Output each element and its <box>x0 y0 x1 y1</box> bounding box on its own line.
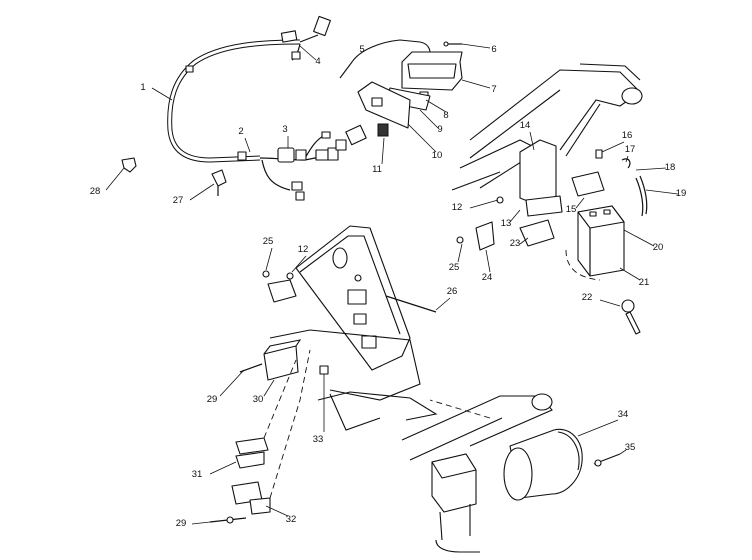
callout-label-2: 2 <box>238 126 243 137</box>
callout-leader-21 <box>619 267 641 281</box>
callout-label-20: 20 <box>653 242 664 253</box>
callout-label-21: 21 <box>639 277 650 288</box>
callout-leader-22 <box>599 299 621 307</box>
callout-label-15: 15 <box>566 204 577 215</box>
callout-leader-20 <box>623 229 655 247</box>
callout-label-27: 27 <box>173 195 184 206</box>
regulator <box>239 339 302 381</box>
callout-label-13: 13 <box>501 218 512 229</box>
callout-label-24: 24 <box>482 272 493 283</box>
callout-label-7: 7 <box>491 84 496 95</box>
callout-leader-23 <box>519 237 529 245</box>
callout-leader-11 <box>381 137 385 165</box>
wiring-harness <box>167 15 367 201</box>
callout-label-1: 1 <box>140 82 145 93</box>
callout-leader-30 <box>263 379 275 397</box>
taillight-assembly <box>339 39 463 137</box>
callout-label-19: 19 <box>676 188 687 199</box>
callout-leader-4 <box>299 45 317 61</box>
frame-upper-right <box>451 63 643 191</box>
callout-label-18: 18 <box>665 162 676 173</box>
lower-frame <box>401 393 621 553</box>
callout-label-35: 35 <box>625 442 636 453</box>
callout-leader-26 <box>435 297 451 311</box>
callout-label-8: 8 <box>443 110 448 121</box>
callout-leader-28 <box>105 167 125 191</box>
callout-label-6: 6 <box>491 44 496 55</box>
callout-label-32: 32 <box>286 514 297 525</box>
callout-label-3: 3 <box>282 124 287 135</box>
callout-label-12: 12 <box>452 202 463 213</box>
callout-leader-14 <box>529 131 535 151</box>
callout-label-11: 11 <box>372 164 382 175</box>
mounting-plate <box>262 225 438 431</box>
callout-leader-34 <box>577 419 619 437</box>
callout-leader-2 <box>244 137 251 153</box>
callout-leader-35 <box>619 449 627 455</box>
callout-label-30: 30 <box>253 394 264 405</box>
callout-label-10: 10 <box>432 150 443 161</box>
loose-fasteners <box>121 157 227 196</box>
callout-leader-25 <box>265 247 273 271</box>
callout-label-5: 5 <box>359 44 364 55</box>
callout-leader-19 <box>645 189 679 195</box>
relay-stack <box>209 349 311 524</box>
callout-leader-17 <box>625 155 629 163</box>
callout-label-29: 29 <box>207 394 218 405</box>
callout-label-25: 25 <box>449 262 460 273</box>
callout-label-16: 16 <box>622 130 633 141</box>
callout-leader-27 <box>189 183 215 201</box>
callout-leader-31 <box>209 461 237 475</box>
callout-label-26: 26 <box>447 286 458 297</box>
callout-leader-18 <box>635 167 667 171</box>
callout-leader-8 <box>425 99 447 113</box>
callout-label-4: 4 <box>315 56 320 67</box>
callout-label-25: 25 <box>263 236 274 247</box>
callout-label-14: 14 <box>520 120 531 131</box>
callout-label-9: 9 <box>437 124 442 135</box>
callout-label-29: 29 <box>176 518 187 529</box>
battery-area <box>456 139 648 335</box>
callout-label-31: 31 <box>192 469 203 480</box>
callout-leader-29 <box>191 521 211 525</box>
callout-leader-1 <box>151 87 173 101</box>
callout-leader-24 <box>485 249 491 273</box>
callout-leader-15 <box>575 197 585 209</box>
callout-label-33: 33 <box>313 434 324 445</box>
callout-label-22: 22 <box>582 292 593 303</box>
callout-leader-12 <box>469 199 499 209</box>
callout-leader-13 <box>509 209 521 223</box>
callout-leader-25 <box>457 243 463 263</box>
callout-label-17: 17 <box>625 144 636 155</box>
callout-leader-6 <box>461 43 491 49</box>
callout-leader-16 <box>601 141 625 153</box>
callout-leader-12 <box>291 255 307 273</box>
callout-leader-32 <box>265 505 289 517</box>
callout-leader-7 <box>461 79 491 89</box>
callout-label-34: 34 <box>618 409 629 420</box>
callout-label-28: 28 <box>90 186 101 197</box>
callout-label-23: 23 <box>510 238 521 249</box>
callout-leader-9 <box>419 109 439 129</box>
callout-label-12: 12 <box>298 244 309 255</box>
callout-leader-29 <box>219 369 245 397</box>
callout-leader-10 <box>407 123 437 153</box>
